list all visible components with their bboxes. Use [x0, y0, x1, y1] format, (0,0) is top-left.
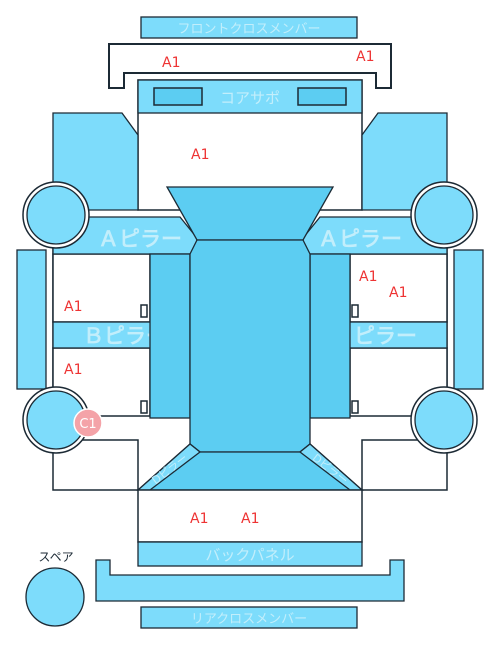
damage-mark: A1: [64, 362, 82, 378]
headlight-left: [153, 87, 203, 106]
door-handle-right-rear: [351, 400, 359, 414]
a-pillar-left-label: Ａピラー: [98, 227, 182, 251]
front-cross-member-frame[interactable]: [108, 43, 392, 89]
damage-mark: A1: [191, 147, 209, 163]
damage-mark: A1: [389, 285, 407, 301]
wheel-front-left[interactable]: [26, 185, 86, 245]
spare-tire[interactable]: [25, 567, 85, 627]
back-panel[interactable]: [137, 541, 363, 567]
core-support-label: コアサポ: [220, 89, 280, 107]
trunk-area[interactable]: [137, 489, 363, 543]
damage-mark: A1: [356, 49, 374, 65]
wheel-rear-right[interactable]: [414, 390, 474, 450]
right-side-sill[interactable]: [453, 249, 484, 390]
rear-cross-member-label: リアクロスメンバー: [191, 612, 307, 627]
headlight-right: [297, 87, 347, 106]
spare-label: スペア: [38, 550, 73, 564]
door-handle-left-rear: [140, 400, 148, 414]
damage-mark: A1: [359, 269, 377, 285]
roof-panel[interactable]: [189, 239, 311, 453]
door-handle-right-front: [351, 304, 359, 318]
damage-mark: C1: [79, 417, 96, 432]
roof-rail-left[interactable]: [149, 253, 191, 419]
rear-bumper[interactable]: [95, 559, 405, 602]
damage-mark: A1: [190, 511, 208, 527]
damage-mark: A1: [162, 55, 180, 71]
damage-mark: A1: [64, 299, 82, 315]
front-cross-member-label: フロントクロスメンバー: [177, 22, 320, 37]
door-handle-left-front: [140, 304, 148, 318]
left-side-sill[interactable]: [16, 249, 47, 390]
back-panel-label: バックパネル: [205, 546, 294, 564]
rear-cross-member-panel[interactable]: [140, 606, 358, 629]
windshield[interactable]: [165, 186, 335, 241]
damage-mark-circle: [73, 408, 103, 438]
right-front-door[interactable]: [349, 253, 448, 323]
damage-mark: A1: [241, 511, 259, 527]
a-pillar-right-label: Ａピラー: [318, 227, 402, 251]
front-cross-member-panel[interactable]: [140, 16, 358, 39]
roof-rail-right[interactable]: [309, 253, 351, 419]
wheel-front-right[interactable]: [414, 185, 474, 245]
